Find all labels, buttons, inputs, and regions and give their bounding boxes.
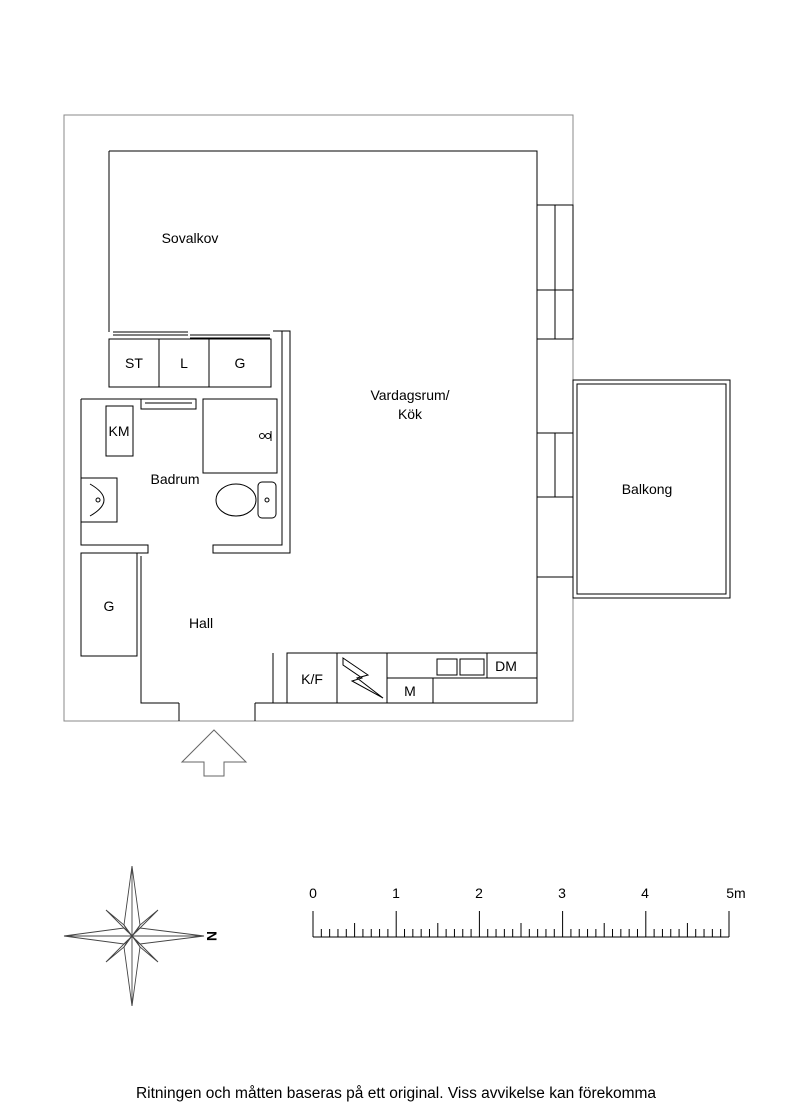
fixture-label-m: M [404,683,416,699]
room-label-vardagsrum: Vardagsrum/ [370,387,449,403]
room-label-sovalkov: Sovalkov [162,230,219,246]
fixture-label-kf: K/F [301,671,323,687]
scale-label: 1 [392,885,400,901]
fixture-label-km: KM [109,423,130,439]
scale-label: 4 [641,885,649,901]
wall-bathroom-right [212,330,291,554]
kitchen-counter [286,652,538,704]
scale-label: 3 [558,885,566,901]
hall-wardrobe [80,552,142,657]
electric-panel-icon [342,657,384,699]
room-label-hall: Hall [189,615,213,631]
wardrobe-row [108,331,272,388]
building-outline [63,114,574,722]
toilet-icon [215,481,277,519]
room-label-kok: Kök [398,406,423,422]
shower-tap-icon [259,431,272,441]
room-label-badrum: Badrum [150,471,199,487]
scale-label: 2 [475,885,483,901]
window-upper [536,204,574,340]
scale-label: 5m [726,885,745,901]
compass-north-label: N [204,931,220,941]
disclaimer-text: Ritningen och måtten baseras på ett orig… [135,1085,657,1102]
compass-rose-icon [63,865,205,1007]
sink-icon [80,477,118,523]
balcony-outline [572,379,731,599]
fixture-label-st: ST [125,355,143,371]
fixture-label-g-wardrobe: G [235,355,246,371]
room-label-balkong: Balkong [622,481,673,497]
fixture-label-dm: DM [495,658,517,674]
entrance-arrow-icon [180,729,248,777]
fixture-label-l: L [180,355,188,371]
wall-hall-lower [140,656,179,704]
wall-right-lower [536,497,573,578]
scale-label: 0 [309,885,317,901]
shower [202,398,278,474]
washing-machine [105,405,134,457]
fixture-label-g-hall: G [104,598,115,614]
scale-bar [312,911,730,938]
bath-shelf [140,398,197,410]
window-lower [536,432,574,498]
wall-top [109,150,538,205]
scale-labels: 0 1 2 3 4 5m [309,885,746,901]
